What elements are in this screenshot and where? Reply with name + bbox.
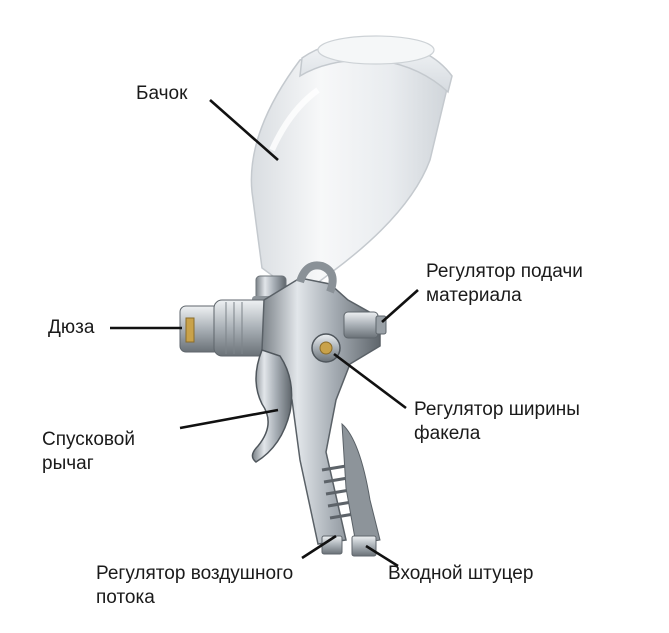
leader-line-tank bbox=[209, 99, 279, 161]
tank-cup bbox=[250, 35, 453, 297]
trigger bbox=[251, 349, 293, 463]
leader-line-width-regulator bbox=[333, 352, 407, 410]
label-tank: Бачок bbox=[136, 83, 188, 104]
leader-line-material-regulator bbox=[381, 289, 419, 323]
material-regulator-knob bbox=[343, 311, 387, 339]
label-material-regulator: Регулятор подачи материала bbox=[426, 261, 583, 306]
leader-line-air-regulator bbox=[301, 534, 337, 560]
leader-line-inlet bbox=[365, 544, 399, 568]
label-inlet: Входной штуцер bbox=[388, 563, 534, 584]
label-trigger: Спусковой рычаг bbox=[42, 429, 135, 474]
label-width-regulator: Регулятор ширины факела bbox=[414, 399, 580, 444]
width-regulator-knob bbox=[311, 333, 341, 363]
label-nozzle: Дюза bbox=[48, 317, 95, 338]
leader-line-trigger bbox=[179, 408, 279, 430]
gun-body bbox=[261, 261, 381, 545]
nozzle-assembly bbox=[179, 299, 271, 357]
leader-lines bbox=[110, 99, 419, 568]
label-air-regulator: Регулятор воздушного потока bbox=[96, 563, 294, 608]
